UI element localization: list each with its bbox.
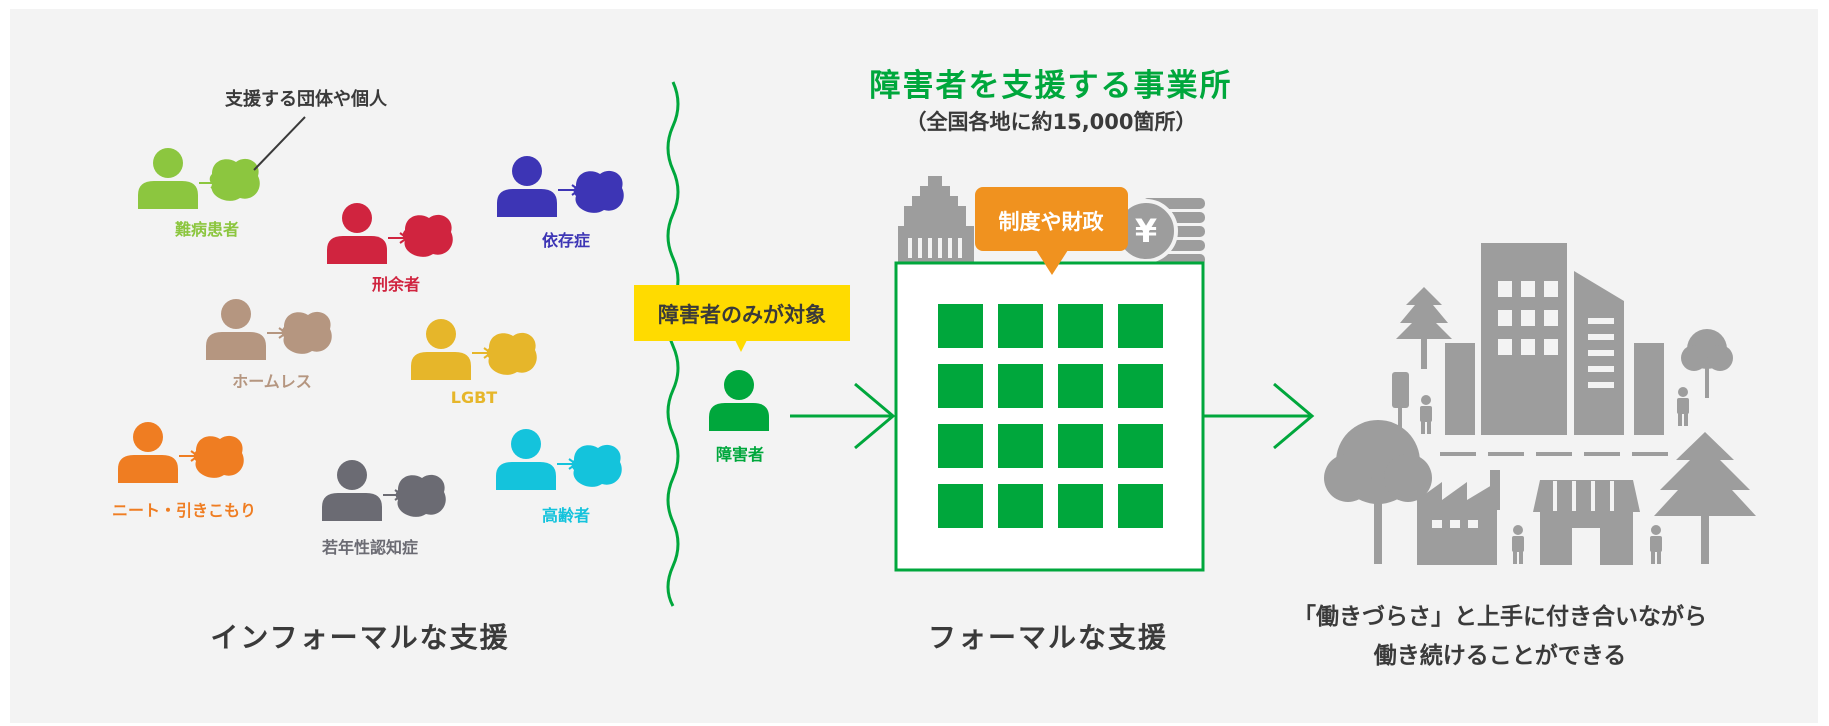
- group-label-elderly: 高齢者: [541, 506, 591, 525]
- group-lgbt: [411, 319, 537, 380]
- group-ex-offender: [327, 203, 453, 264]
- group-label-homeless: ホームレス: [232, 372, 312, 391]
- city-illustration: [1324, 243, 1756, 565]
- formal-title: 障害者を支援する事業所: [869, 68, 1233, 104]
- formal-support-caption: フォーマルな支援: [927, 621, 1169, 654]
- target-bubble: [634, 285, 850, 352]
- supporter-pointer-line: [253, 116, 306, 171]
- group-addiction: [497, 156, 624, 217]
- outcome-line-2: 働き続けることができる: [1373, 643, 1627, 669]
- wavy-divider: [666, 81, 680, 607]
- group-label-ex-offender: 刑余者: [371, 275, 421, 294]
- yen-symbol: ¥: [1134, 212, 1158, 250]
- group-label-addiction: 依存症: [541, 231, 591, 250]
- informal-support-caption: インフォーマルな支援: [210, 621, 510, 654]
- group-early-dementia: [322, 460, 446, 521]
- group-label-intractable-disease: 難病患者: [174, 220, 240, 239]
- office-window-grid: [938, 304, 1163, 528]
- disabled-person-label: 障害者: [715, 445, 765, 464]
- formal-subtitle: （全国各地に約15,000箇所）: [905, 110, 1197, 134]
- government-building-icon: [898, 176, 974, 262]
- arrow-to-city: [1204, 382, 1315, 450]
- system-finance-label: 制度や財政: [998, 210, 1104, 234]
- arrow-to-office: [790, 382, 896, 450]
- disabled-person-icon: [709, 370, 769, 431]
- group-neet-hikikomori: [118, 422, 244, 483]
- system-finance-bubble: [975, 187, 1128, 275]
- group-intractable-disease: [138, 148, 260, 209]
- group-label-early-dementia: 若年性認知症: [321, 538, 419, 557]
- target-bubble-label: 障害者のみが対象: [658, 303, 826, 327]
- outcome-line-1: 「働きづらさ」と上手に付き合いながら: [1293, 604, 1707, 630]
- group-label-lgbt: LGBT: [450, 388, 498, 407]
- supporter-label: 支援する団体や個人: [225, 89, 387, 110]
- group-label-neet-hikikomori: ニート・引きこもり: [111, 501, 257, 520]
- group-elderly: [496, 429, 622, 490]
- yen-coins-icon: [1114, 198, 1205, 265]
- group-homeless: [206, 299, 332, 360]
